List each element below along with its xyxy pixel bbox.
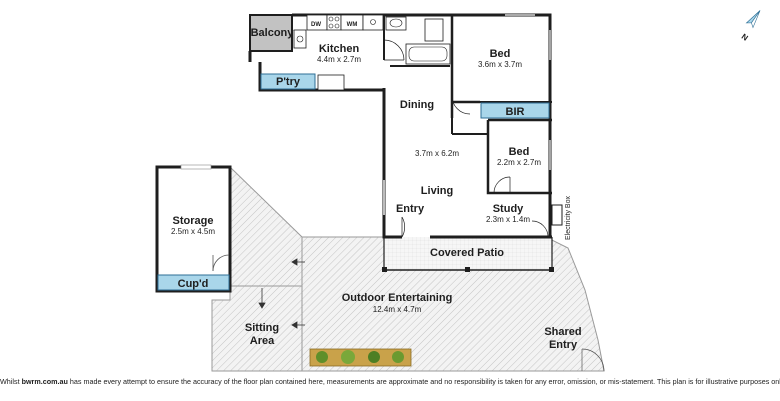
- bed2-name: Bed: [509, 146, 530, 158]
- toilet: [424, 18, 444, 42]
- living-dims: 3.7m x 6.2m: [415, 149, 459, 158]
- study-dims: 2.3m x 1.4m: [486, 215, 530, 224]
- compass-icon: [745, 10, 761, 29]
- electricity-box: [551, 204, 563, 226]
- study-name: Study: [493, 203, 524, 215]
- path-arrows: [258, 258, 305, 329]
- door-swing: [383, 39, 405, 61]
- dining-label: Dining: [400, 99, 434, 111]
- laundry-tub: [362, 14, 384, 31]
- gate-swing: [581, 348, 605, 372]
- door-swing: [493, 176, 511, 194]
- bed1-name: Bed: [490, 48, 511, 60]
- storage-dims: 2.5m x 4.5m: [171, 227, 215, 236]
- fridge-bench: [317, 74, 345, 91]
- storage-building: [155, 164, 232, 293]
- washing-machine-label: WM: [347, 22, 358, 28]
- electricity-box-label: Electricity Box: [565, 196, 572, 240]
- door-swing: [451, 95, 471, 115]
- storage-name: Storage: [173, 215, 214, 227]
- patio-post: [465, 267, 470, 272]
- balcony-label: Balcony: [251, 27, 295, 39]
- disclaimer: Whilst bwrm.com.au has made every attemp…: [0, 377, 780, 386]
- dishwasher-label: DW: [311, 22, 321, 28]
- sitting-area-line2: Area: [250, 335, 275, 347]
- entry-label: Entry: [396, 203, 425, 215]
- bed1-dims: 3.6m x 3.7m: [478, 60, 522, 69]
- patio-post: [382, 267, 387, 272]
- planter: [309, 348, 412, 367]
- door-swing: [401, 216, 406, 238]
- bed2-dims: 2.2m x 2.7m: [497, 158, 541, 167]
- covered-patio-label: Covered Patio: [430, 247, 504, 259]
- shared-entry-line2: Entry: [549, 339, 578, 351]
- sink: [293, 29, 307, 49]
- patio-post: [549, 267, 554, 272]
- house: [248, 13, 552, 239]
- bir-box: [480, 102, 550, 119]
- cupboard-box: [157, 274, 230, 291]
- pantry-label: P'try: [276, 76, 301, 88]
- disclaimer-text: has made every attempt to ensure the acc…: [67, 377, 780, 386]
- disclaimer-brand: bwrm.com.au: [21, 377, 68, 386]
- kitchen-dims: 4.4m x 2.7m: [317, 55, 361, 64]
- pantry-box: [260, 73, 316, 90]
- bathtub: [405, 43, 451, 65]
- cupboard-label: Cup'd: [178, 278, 209, 290]
- living-label: Living: [421, 185, 453, 197]
- bir-label: BIR: [506, 106, 525, 118]
- disclaimer-prefix: Whilst: [0, 377, 22, 386]
- sitting-area-line1: Sitting: [245, 322, 279, 334]
- window: [180, 164, 212, 170]
- outdoor-dims: 12.4m x 4.7m: [373, 305, 422, 314]
- shared-entry-line1: Shared: [544, 326, 581, 338]
- cooktop: [326, 14, 342, 31]
- balcony-area: [249, 14, 293, 52]
- covered-patio-floor: [384, 237, 552, 270]
- kitchen-name: Kitchen: [319, 43, 360, 55]
- vanity: [385, 16, 407, 31]
- compass-label: N: [740, 32, 750, 43]
- door-swing: [531, 220, 549, 238]
- outdoor-name: Outdoor Entertaining: [342, 292, 453, 304]
